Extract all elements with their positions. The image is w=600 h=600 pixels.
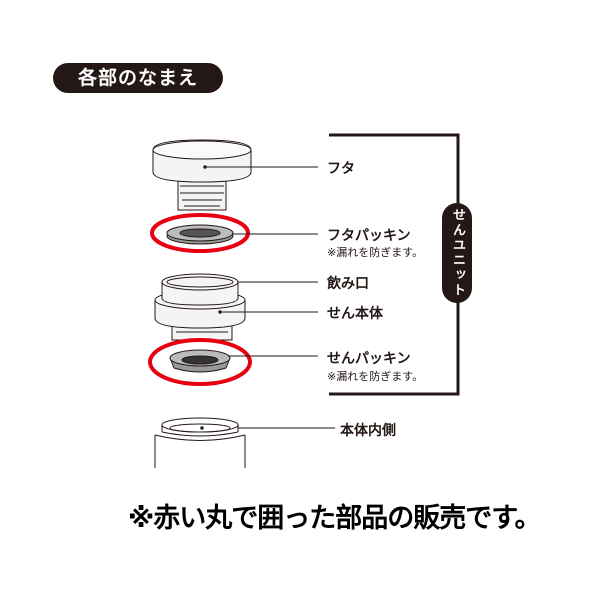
lid-illustration [152, 139, 252, 211]
lid-packing-illustration [166, 224, 234, 245]
label-lid-packing: フタパッキン [327, 228, 411, 244]
note-plug-packing: ※漏れを防ぎます。 [327, 370, 424, 383]
highlight-ring-plug-packing [148, 338, 252, 386]
label-bottle-inner: 本体内側 [340, 423, 396, 439]
highlight-ring-lid-packing [150, 213, 250, 253]
label-plug-packing: せんパッキン [327, 351, 411, 367]
section-title: 各部のなまえ [53, 63, 223, 93]
plug-packing-illustration [169, 349, 231, 373]
bottle-body-illustration [154, 417, 246, 468]
label-lid: フタ [327, 161, 355, 177]
plug-unit-label: せんユニット [442, 203, 472, 303]
label-mouthpiece: 飲み口 [327, 276, 369, 292]
footer-note: ※赤い丸で囲った部品の販売です。 [128, 503, 542, 534]
note-lid-packing: ※漏れを防ぎます。 [327, 246, 424, 259]
label-plug-body: せん本体 [327, 306, 383, 322]
plug-body-illustration [154, 273, 246, 341]
